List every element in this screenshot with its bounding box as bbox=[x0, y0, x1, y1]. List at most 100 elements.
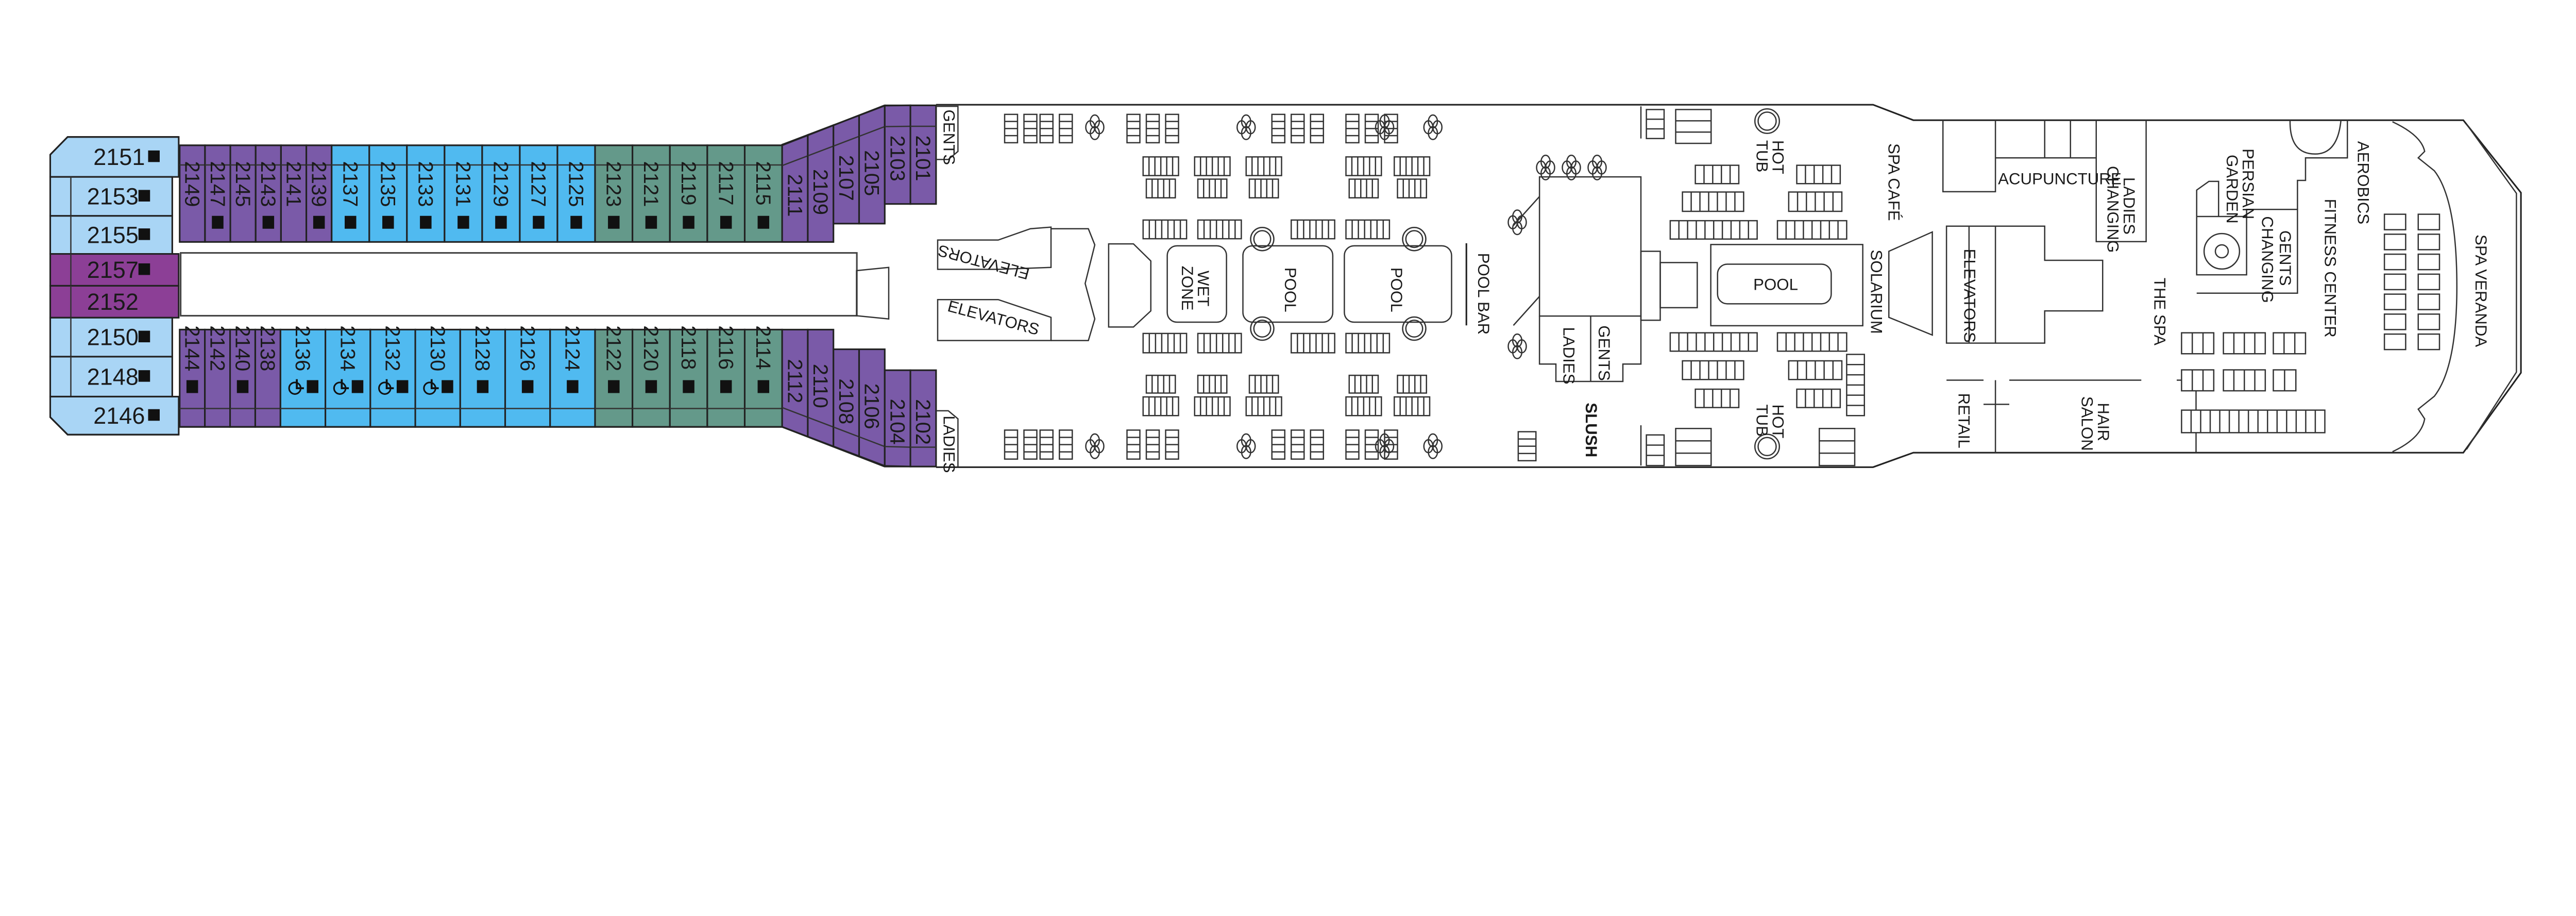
cabin-2147[interactable]: 2147 bbox=[204, 144, 231, 243]
cabin-2110[interactable]: 2110 bbox=[807, 328, 835, 448]
cabin-2118[interactable]: 2118 bbox=[669, 325, 708, 428]
lounger-icon bbox=[1675, 428, 1712, 467]
wheelchair-accessible-icon bbox=[378, 379, 394, 395]
cabin-marker-icon bbox=[212, 215, 224, 229]
elevators-label-2: ELEVATORS bbox=[946, 297, 1041, 339]
cabin-2157[interactable]: 2157 bbox=[49, 253, 180, 287]
cabin-2148[interactable]: 2148 bbox=[49, 356, 173, 397]
cabin-2152[interactable]: 2152 bbox=[49, 285, 180, 319]
planter-icon bbox=[1085, 114, 1105, 140]
cabin-2124[interactable]: 2124 bbox=[549, 325, 596, 428]
lounger-icon bbox=[1197, 332, 1242, 354]
cabin-2126[interactable]: 2126 bbox=[504, 325, 551, 428]
cabin-2141[interactable]: 2141 bbox=[280, 144, 308, 243]
cabin-2109[interactable]: 2109 bbox=[807, 124, 835, 243]
lounger-icon bbox=[1397, 178, 1427, 198]
cabin-2138[interactable]: 2138 bbox=[254, 325, 281, 428]
cabin-2117[interactable]: 2117 bbox=[706, 144, 746, 243]
cabin-2136[interactable]: 2136 bbox=[279, 325, 327, 428]
lounger-icon bbox=[1194, 156, 1231, 176]
aerobics-label: AEROBICS bbox=[2354, 141, 2372, 225]
cabin-2104[interactable]: 2104 bbox=[884, 369, 911, 468]
cabin-number: 2116 bbox=[714, 325, 737, 370]
cabin-2121[interactable]: 2121 bbox=[632, 144, 671, 243]
cabin-2102[interactable]: 2102 bbox=[909, 369, 937, 468]
cabin-2135[interactable]: 2135 bbox=[368, 144, 408, 243]
cabin-2144[interactable]: 2144 bbox=[179, 325, 206, 428]
cabin-2149[interactable]: 2149 bbox=[179, 144, 206, 243]
cabin-number: 2136 bbox=[291, 325, 314, 371]
cabin-number: 2148 bbox=[87, 363, 139, 390]
cabin-number: 2140 bbox=[231, 325, 253, 371]
cabin-number: 2119 bbox=[677, 161, 700, 206]
cabin-number: 2105 bbox=[860, 150, 883, 196]
cabin-2123[interactable]: 2123 bbox=[594, 144, 634, 243]
cabin-2128[interactable]: 2128 bbox=[459, 325, 506, 428]
cabin-2115[interactable]: 2115 bbox=[743, 144, 783, 243]
cabin-2146[interactable]: 2146 bbox=[49, 395, 180, 436]
hair-salon-label-1: HAIR bbox=[2094, 403, 2112, 441]
cabin-number: 2149 bbox=[181, 161, 204, 207]
planter-icon bbox=[1423, 114, 1443, 140]
lounger-icon bbox=[1682, 191, 1744, 212]
the-spa-label: THE SPA bbox=[2150, 278, 2168, 346]
fitness-machine-icon bbox=[2383, 313, 2406, 330]
cabin-number: 2135 bbox=[377, 161, 399, 207]
lounger-icon bbox=[1694, 388, 1740, 408]
cabin-2119[interactable]: 2119 bbox=[669, 144, 708, 243]
cabin-2150[interactable]: 2150 bbox=[49, 317, 173, 358]
cabin-2137[interactable]: 2137 bbox=[331, 144, 370, 243]
cabin-marker-icon bbox=[148, 409, 160, 421]
cabin-number: 2150 bbox=[87, 324, 139, 351]
cabin-number: 2128 bbox=[471, 325, 494, 371]
cabin-marker-icon bbox=[138, 228, 150, 240]
cabin-marker-icon bbox=[396, 380, 409, 393]
lounger-icon bbox=[1788, 191, 1843, 212]
cabin-number: 2157 bbox=[87, 257, 139, 283]
cabin-2153[interactable]: 2153 bbox=[49, 176, 173, 217]
cabin-2151[interactable]: 2151 bbox=[49, 136, 180, 178]
lounger-icon bbox=[1126, 113, 1141, 144]
lounger-icon bbox=[2273, 369, 2297, 392]
lounger-icon bbox=[1345, 219, 1391, 240]
cabin-number: 2107 bbox=[835, 155, 857, 201]
cabin-2103[interactable]: 2103 bbox=[884, 104, 911, 205]
cabin-2107[interactable]: 2107 bbox=[833, 114, 860, 225]
cabin-2105[interactable]: 2105 bbox=[858, 104, 886, 225]
cabin-2155[interactable]: 2155 bbox=[49, 215, 173, 255]
cabin-number: 2142 bbox=[206, 325, 228, 371]
cabin-2116[interactable]: 2116 bbox=[706, 325, 746, 428]
cabin-2120[interactable]: 2120 bbox=[632, 325, 671, 428]
cabin-2133[interactable]: 2133 bbox=[406, 144, 446, 243]
cabin-number: 2102 bbox=[911, 399, 934, 445]
cabin-2142[interactable]: 2142 bbox=[204, 325, 231, 428]
cabin-2129[interactable]: 2129 bbox=[481, 144, 521, 243]
cabin-2132[interactable]: 2132 bbox=[369, 325, 416, 428]
cabin-number: 2114 bbox=[752, 325, 774, 370]
pool-bar-label: POOL BAR bbox=[1475, 253, 1493, 335]
cabin-2112[interactable]: 2112 bbox=[781, 328, 809, 438]
lounger-icon bbox=[1004, 429, 1019, 460]
cabin-2139[interactable]: 2139 bbox=[306, 144, 333, 243]
cabin-2111[interactable]: 2111 bbox=[781, 134, 809, 243]
cabin-2106[interactable]: 2106 bbox=[858, 348, 886, 468]
cabin-2122[interactable]: 2122 bbox=[594, 325, 634, 428]
cabin-marker-icon bbox=[262, 215, 275, 229]
cabin-2145[interactable]: 2145 bbox=[229, 144, 257, 243]
cabin-2114[interactable]: 2114 bbox=[743, 325, 783, 428]
cabin-2125[interactable]: 2125 bbox=[556, 144, 596, 243]
lounger-icon bbox=[1345, 396, 1382, 417]
cabin-2140[interactable]: 2140 bbox=[229, 325, 257, 428]
cabin-number: 2120 bbox=[639, 325, 662, 371]
cabin-2143[interactable]: 2143 bbox=[255, 144, 282, 243]
cabin-2101[interactable]: 2101 bbox=[909, 104, 937, 205]
planter-icon bbox=[1236, 114, 1256, 140]
cabin-2108[interactable]: 2108 bbox=[833, 348, 860, 458]
cabin-2131[interactable]: 2131 bbox=[444, 144, 483, 243]
cabin-2134[interactable]: 2134 bbox=[325, 325, 371, 428]
cabin-number: 2141 bbox=[282, 161, 304, 207]
lounger-icon bbox=[1145, 113, 1160, 144]
cabin-2130[interactable]: 2130 bbox=[414, 325, 461, 428]
cabin-2127[interactable]: 2127 bbox=[519, 144, 558, 243]
lounger-icon bbox=[1310, 113, 1324, 144]
